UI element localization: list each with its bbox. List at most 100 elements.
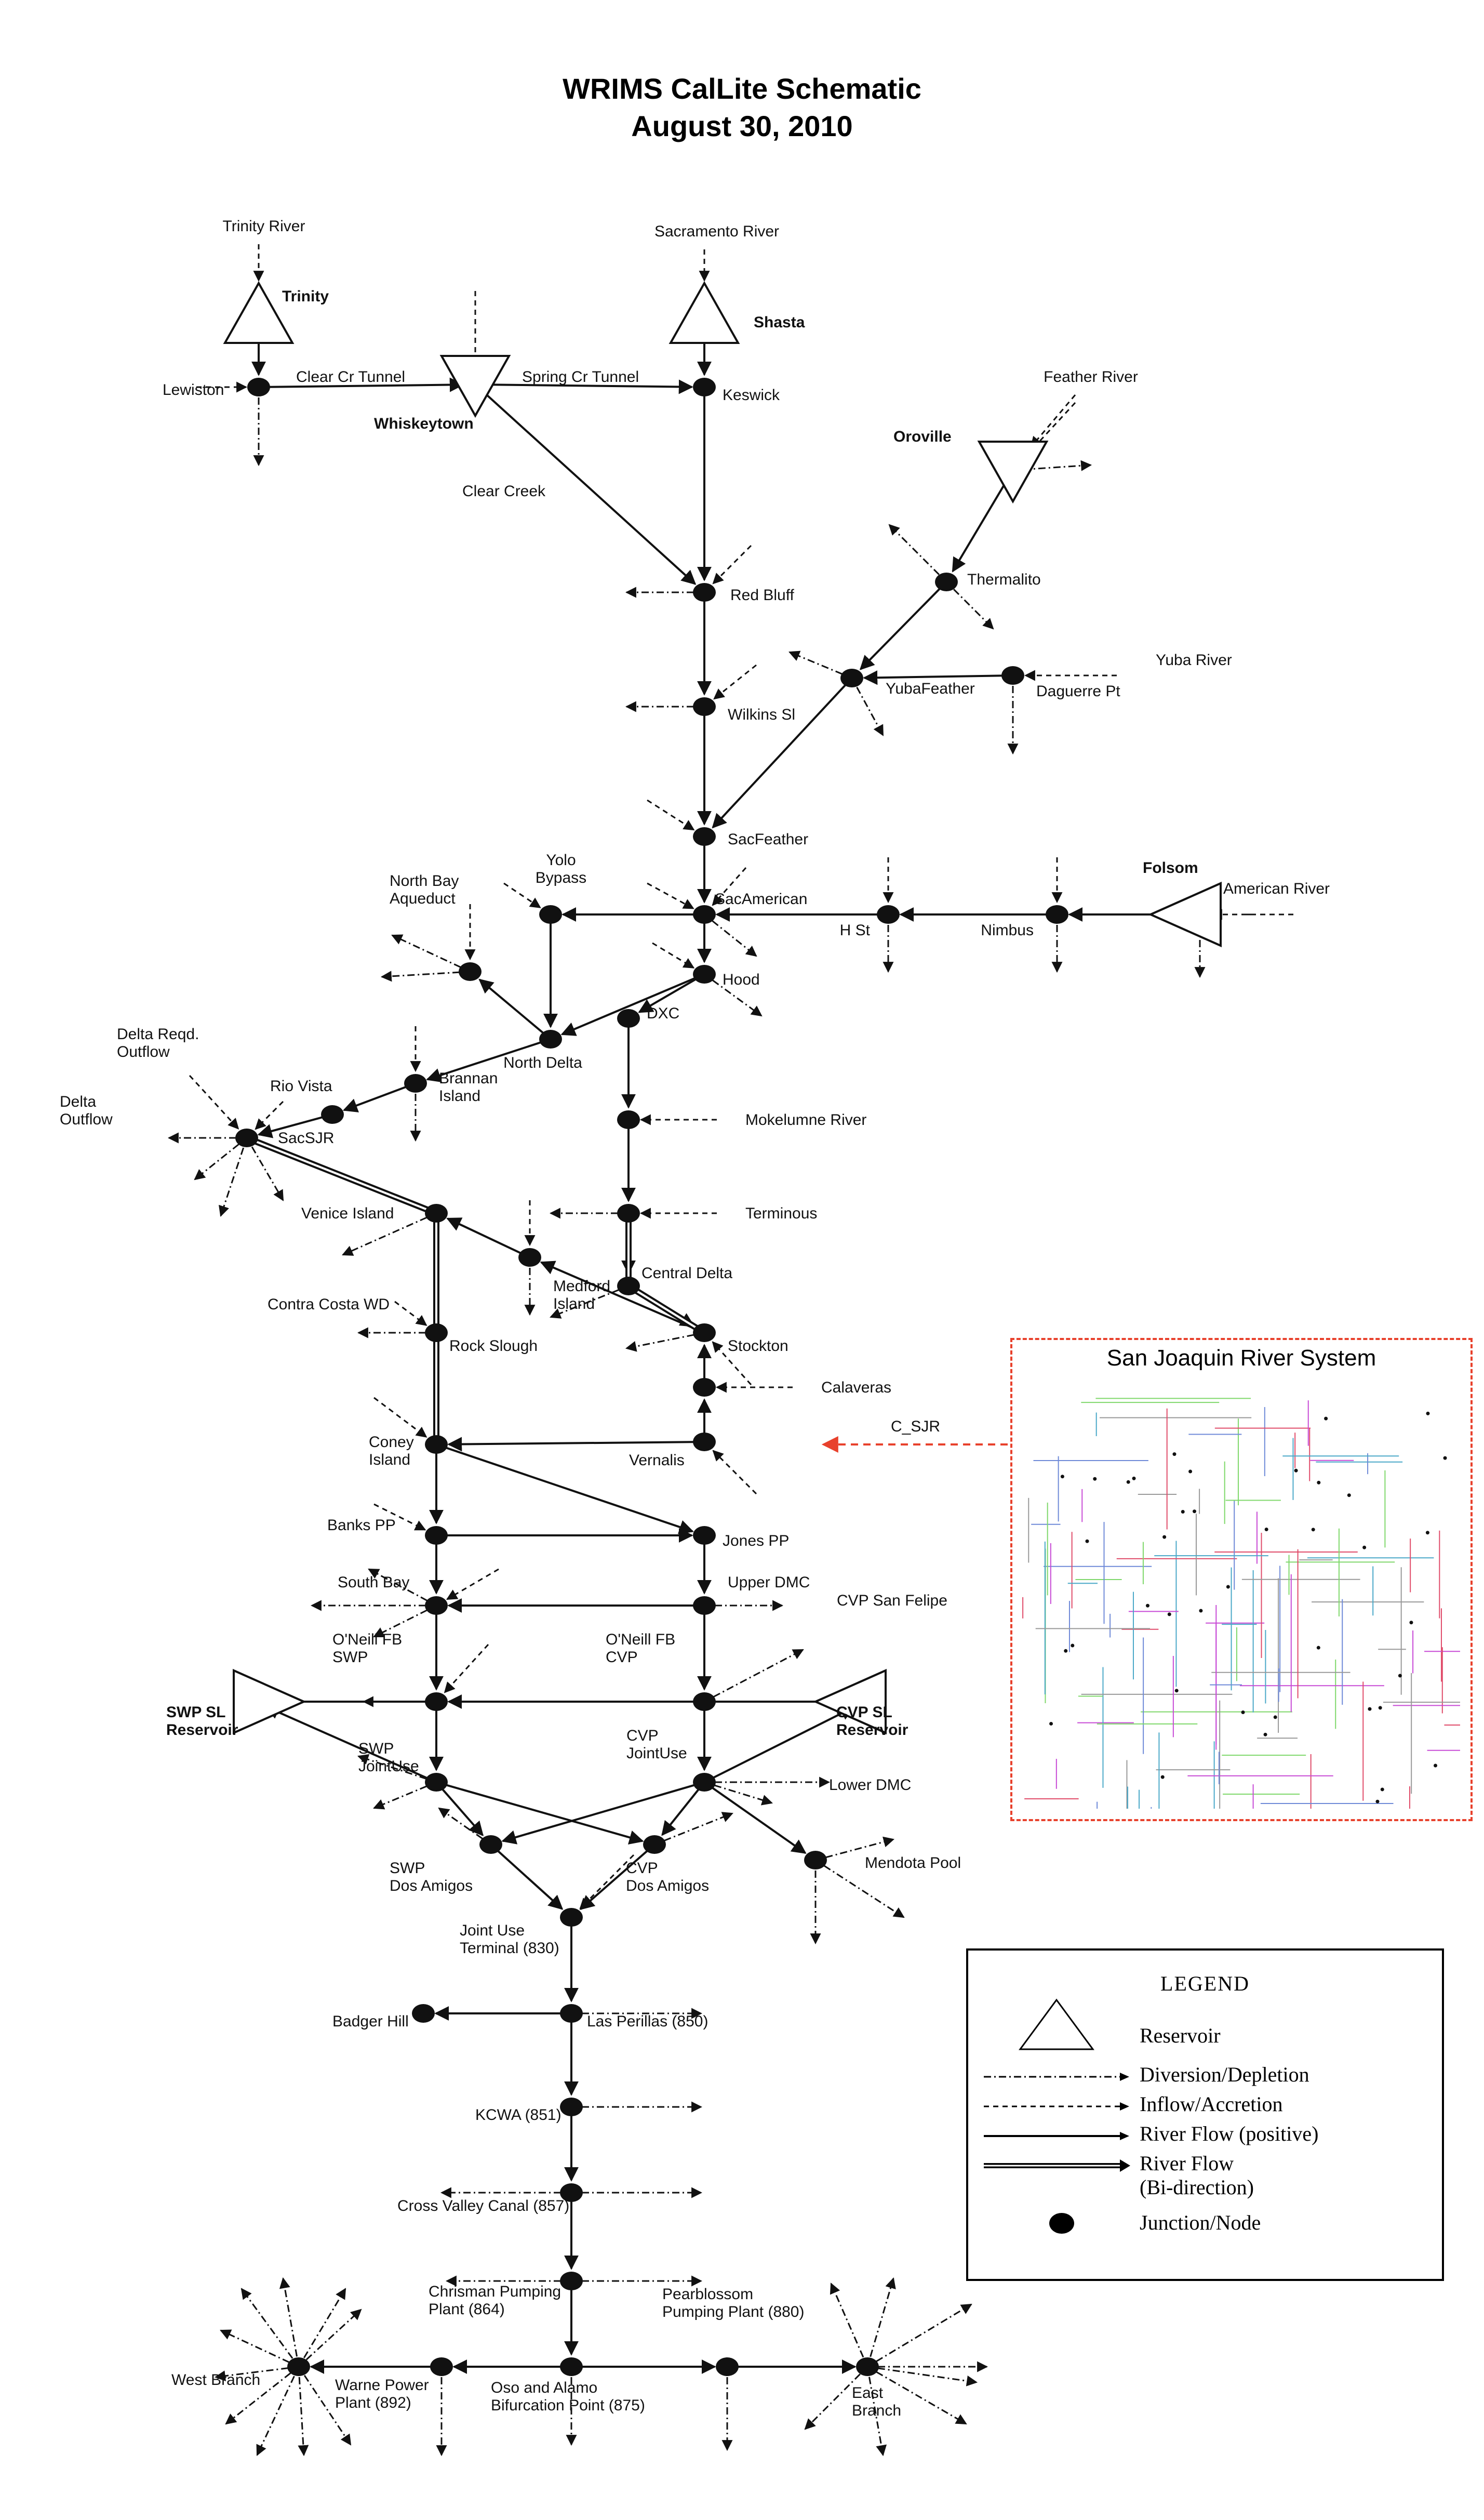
river-flow-rio-vista-to-sacsjr <box>257 1113 333 1138</box>
node-pearblossom[interactable] <box>716 2357 739 2376</box>
node-label-wilkins-sl: Wilkins Sl <box>728 706 795 723</box>
san-joaquin-inset[interactable]: San Joaquin River System <box>1010 1338 1473 1821</box>
node-upper-dmc[interactable] <box>693 1596 716 1615</box>
title-line-2: August 30, 2010 <box>631 110 853 142</box>
river-flow-swp-jointuse-to-swp-dos-amigos <box>435 1781 484 1837</box>
diversion-east-branch-94 <box>876 2303 972 2362</box>
diversion-central-delta-46 <box>550 1289 619 1319</box>
sj-node <box>1398 1674 1402 1678</box>
sj-node <box>1174 1689 1179 1693</box>
reservoir-folsom-symbol[interactable] <box>1148 881 1222 948</box>
diversion-north-bay-aqueduct-30 <box>380 971 460 982</box>
node-daguerre-pt[interactable] <box>1001 666 1024 685</box>
node-brannan-island[interactable] <box>404 1074 427 1093</box>
node-jones-pp[interactable] <box>693 1526 716 1545</box>
node-oneill-fb-swp[interactable] <box>425 1692 448 1711</box>
sj-node <box>1324 1416 1328 1421</box>
inflow-coney-island-53 <box>373 1397 427 1438</box>
node-kcwa[interactable] <box>560 2098 583 2116</box>
node-red-bluff[interactable] <box>693 583 716 602</box>
node-rio-vista[interactable] <box>321 1105 344 1124</box>
node-north-delta[interactable] <box>539 1030 562 1049</box>
diversion-swp-jointuse-67 <box>373 1785 427 1810</box>
node-medford-island[interactable] <box>518 1248 541 1267</box>
diversion-east-branch-96 <box>804 2373 861 2430</box>
reservoir-cvp-sl-symbol[interactable] <box>813 1668 887 1735</box>
node-joint-use-terminal[interactable] <box>560 1908 583 1927</box>
node-swp-jointuse[interactable] <box>425 1773 448 1792</box>
node-h-st[interactable] <box>877 905 900 924</box>
node-sacsjr[interactable] <box>235 1129 258 1147</box>
node-coney-island[interactable] <box>425 1435 448 1454</box>
node-rock-slough[interactable] <box>425 1323 448 1342</box>
node-yubafeather[interactable] <box>840 669 863 687</box>
node-lewiston[interactable] <box>247 378 270 396</box>
node-banks-pp[interactable] <box>425 1526 448 1545</box>
node-label-calaveras: Calaveras <box>821 1379 891 1396</box>
node-oneill-fb-cvp[interactable] <box>693 1692 716 1711</box>
node-stockton[interactable] <box>693 1323 716 1342</box>
node-label-cvp-san-felipe: CVP San Felipe <box>837 1592 947 1609</box>
reservoir-swp-sl-symbol[interactable] <box>233 1668 306 1735</box>
sj-node <box>1241 1710 1245 1715</box>
node-terminous[interactable] <box>617 1204 640 1223</box>
node-mokelumne-river[interactable] <box>617 1110 640 1129</box>
node-wilkins-sl[interactable] <box>693 697 716 716</box>
river-flow-north-delta-to-north-bay-aqueduct <box>478 978 552 1040</box>
node-cross-valley-canal[interactable] <box>560 2183 583 2202</box>
node-label-lewiston: Lewiston <box>163 381 224 399</box>
river-flow-coney-island-to-jones-pp <box>436 1443 694 1534</box>
node-south-bay[interactable] <box>425 1596 448 1615</box>
san-joaquin-inset-title: San Joaquin River System <box>1106 1345 1376 1371</box>
channel-label-delta-reqd-outflow: Delta Reqd.Outflow <box>117 1026 199 1060</box>
diversion-west-branch-88 <box>298 2377 309 2457</box>
node-hood[interactable] <box>693 965 716 984</box>
node-dxc[interactable] <box>617 1009 640 1028</box>
diversion-cvp-dos-amigos-69 <box>664 1812 733 1841</box>
legend-label-junction: Junction/Node <box>1140 2211 1261 2234</box>
node-las-perillas[interactable] <box>560 2004 583 2023</box>
diversion-mendota-pool-71 <box>825 1836 895 1859</box>
node-vernalis[interactable] <box>693 1433 716 1451</box>
node-west-branch[interactable] <box>287 2357 310 2376</box>
node-cvp-jointuse[interactable] <box>693 1773 716 1792</box>
node-venice-island[interactable] <box>425 1204 448 1223</box>
node-mendota-pool[interactable] <box>804 1851 827 1869</box>
sj-node <box>1085 1539 1089 1543</box>
node-thermalito[interactable] <box>935 573 958 591</box>
reservoir-label-trinity: Trinity <box>282 288 329 305</box>
reservoir-oroville-symbol[interactable] <box>977 441 1049 504</box>
node-cvp-dos-amigos[interactable] <box>643 1835 666 1854</box>
diversion-west-branch-91 <box>303 2375 352 2446</box>
reservoir-shasta-symbol[interactable] <box>669 281 740 344</box>
node-sacfeather[interactable] <box>693 827 716 846</box>
inflow-line-icon <box>984 2102 1129 2111</box>
reservoir-trinity-symbol[interactable] <box>223 281 295 344</box>
diversion-west-branch-82 <box>240 2288 293 2359</box>
legend-row-inflow: Inflow/Accretion <box>968 2092 1442 2123</box>
node-yolo-bypass[interactable] <box>539 905 562 924</box>
node-badger-hill[interactable] <box>412 2004 435 2023</box>
node-chrisman[interactable] <box>560 2272 583 2290</box>
node-oso-alamo[interactable] <box>560 2357 583 2376</box>
reservoir-whiskeytown-symbol[interactable] <box>439 355 511 418</box>
node-central-delta[interactable] <box>617 1277 640 1295</box>
node-calaveras[interactable] <box>693 1378 716 1397</box>
node-label-yubafeather: YubaFeather <box>886 680 975 697</box>
node-sacamerican[interactable] <box>693 905 716 924</box>
node-nimbus[interactable] <box>1046 905 1068 924</box>
source-label-american-river: American River <box>1223 880 1330 897</box>
node-keswick[interactable] <box>693 378 716 396</box>
river-flow-whiskeytown-to-keswick <box>475 379 693 394</box>
node-warne[interactable] <box>430 2357 453 2376</box>
diversion-north-bay-aqueduct-29 <box>391 934 461 968</box>
inflow-sacsjr-35 <box>189 1075 239 1130</box>
node-north-bay-aqueduct[interactable] <box>459 962 482 981</box>
node-swp-dos-amigos[interactable] <box>479 1835 502 1854</box>
node-east-branch[interactable] <box>856 2357 879 2376</box>
